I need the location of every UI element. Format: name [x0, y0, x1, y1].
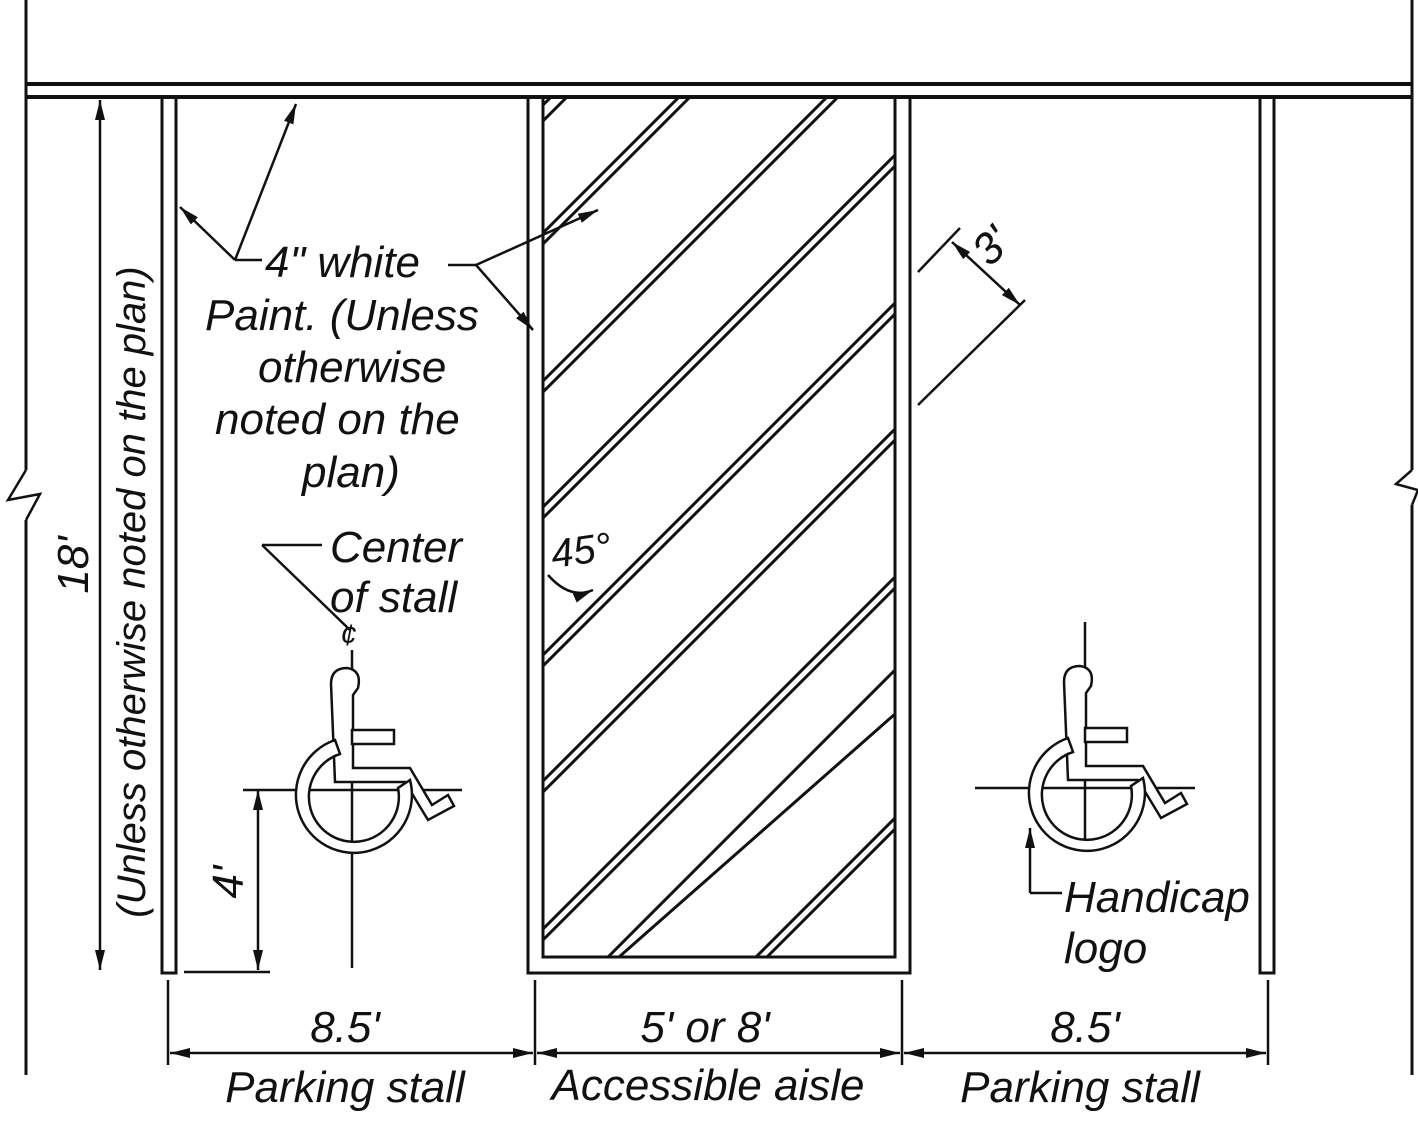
aisle-width: 5' or 8' [640, 1003, 771, 1052]
accessible-aisle-hatch [526, 95, 912, 975]
stall-length-label: 18' [49, 535, 98, 594]
paint-note-line-3: otherwise [258, 343, 446, 392]
angle-label: 45° [548, 525, 614, 577]
left-stall-caption: Parking stall [225, 1063, 466, 1112]
stall-length-note: (Unless otherwise noted on the plan) [110, 266, 154, 917]
center-note: Center of stall [330, 523, 464, 622]
wheelchair-icon [975, 622, 1195, 853]
width-dimensions [166, 980, 1270, 1065]
curb-frame [5, 0, 1418, 1075]
logo-note-line-1: Handicap [1064, 873, 1250, 922]
right-stripe [1258, 95, 1276, 975]
centerline-symbol: ¢ [340, 619, 357, 652]
logo-note-line-2: logo [1064, 924, 1147, 973]
center-note-leader [261, 543, 351, 631]
right-stall-width: 8.5' [1050, 1003, 1121, 1052]
stripe-spacing-label: 3' [962, 216, 1021, 275]
left-stall-width: 8.5' [310, 1003, 381, 1052]
angle-annotation: 45° [547, 525, 614, 603]
stall-stripes [160, 95, 1276, 975]
logo-offset-dimension [184, 790, 270, 974]
logo-offset-label: 4' [204, 864, 253, 898]
paint-note-line-4: noted on the [215, 395, 460, 444]
paint-note-line-2: Paint. (Unless [205, 291, 479, 340]
right-stall-caption: Parking stall [960, 1063, 1201, 1112]
paint-note: 4" white Paint. (Unless otherwise noted … [205, 238, 479, 497]
paint-note-leaders [179, 103, 599, 331]
paint-note-line-5: plan) [300, 448, 400, 497]
stripe-spacing-dimension [917, 227, 1026, 406]
center-note-line-1: Center [330, 523, 464, 572]
wheelchair-icon [243, 650, 462, 968]
logo-note: Handicap logo [1064, 873, 1250, 973]
left-stripe [160, 95, 178, 975]
logo-note-leader [1025, 828, 1062, 895]
aisle-caption: Accessible aisle [548, 1061, 864, 1110]
paint-note-line-1: 4" white [265, 238, 420, 287]
center-note-line-2: of stall [330, 573, 458, 622]
